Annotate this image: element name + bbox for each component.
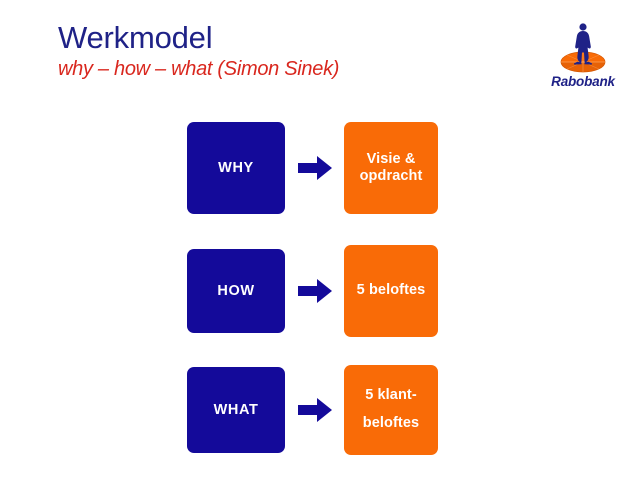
right-arrow-icon-how [297,278,333,304]
box-answer-why-line1: Visie & [366,150,416,167]
right-arrow-icon-what [297,397,333,423]
rabobank-figure-logo-icon [541,18,625,74]
box-answer-what-line1: 5 klant- [365,387,417,404]
rabobank-logo: Rabobank [541,18,625,94]
box-answer-why-line2: opdracht [359,168,423,184]
page-title: Werkmodel [58,20,213,55]
box-answer-how[interactable]: 5 beloftes [344,245,438,337]
box-answer-what-text: 5 klant- beloftes [363,382,419,437]
page-subtitle: why – how – what (Simon Sinek) [58,57,340,80]
box-answer-what-line2: beloftes [362,415,420,431]
header: Werkmodel why – how – what (Simon Sinek) [58,20,518,80]
box-answer-why[interactable]: Visie & opdracht [344,122,438,214]
box-how-label: HOW [217,283,255,299]
box-answer-why-text: Visie & opdracht [360,151,423,186]
box-what-label: WHAT [213,402,259,418]
box-why-label: WHY [218,160,254,176]
box-how[interactable]: HOW [187,249,285,333]
rabobank-wordmark: Rabobank [551,74,615,89]
right-arrow-icon-why [297,155,333,181]
box-why[interactable]: WHY [187,122,285,214]
box-answer-how-text: 5 beloftes [356,282,426,299]
box-what[interactable]: WHAT [187,367,285,453]
box-answer-what[interactable]: 5 klant- beloftes [344,365,438,455]
